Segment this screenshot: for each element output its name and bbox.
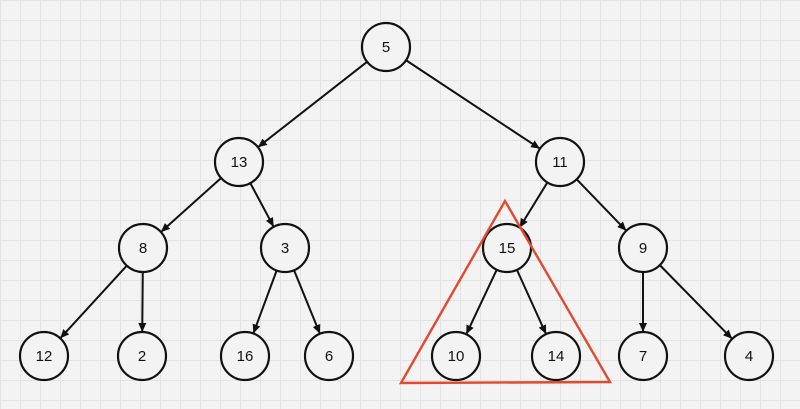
tree-node-4: 4: [723, 330, 775, 382]
node-label: 5: [382, 39, 390, 56]
node-label: 8: [139, 240, 147, 257]
edge-n3-to-n16: [252, 270, 278, 334]
tree-node-5: 5: [360, 21, 412, 73]
node-label: 14: [548, 348, 565, 365]
edge-n3-to-n6: [293, 269, 321, 334]
node-label: 9: [639, 240, 647, 257]
edge-n15-to-n14: [516, 269, 547, 335]
tree-node-8: 8: [117, 222, 169, 274]
node-label: 12: [36, 348, 53, 365]
tree-node-3: 3: [259, 222, 311, 274]
node-circle: [534, 136, 586, 188]
tree-node-14: 14: [530, 330, 582, 382]
node-label: 4: [745, 348, 753, 365]
edge-n15-to-n10: [465, 269, 498, 335]
edge-n9-to-n4: [659, 264, 733, 339]
node-circle: [219, 330, 271, 382]
node-circle: [360, 21, 412, 73]
node-circle: [723, 330, 775, 382]
node-circle: [116, 330, 168, 382]
edge-n5-to-n11: [405, 59, 540, 150]
edge-n13-to-n3: [249, 182, 275, 227]
node-label: 2: [138, 348, 146, 365]
node-label: 13: [231, 154, 248, 171]
node-circle: [617, 330, 669, 382]
node-label: 11: [552, 154, 568, 171]
node-circle: [18, 330, 70, 382]
nodes-layer: 5 13 11 8 3 15 9 12 2 16 6 10 14 7 4: [18, 21, 775, 382]
node-circle: [303, 330, 355, 382]
tree-node-6: 6: [303, 330, 355, 382]
tree-node-2: 2: [116, 330, 168, 382]
node-label: 10: [448, 348, 465, 365]
edge-n11-to-n15: [519, 181, 549, 228]
node-circle: [213, 136, 265, 188]
edge-n8-to-n12: [60, 265, 128, 339]
tree-node-11: 11: [534, 136, 586, 188]
tree-node-7: 7: [617, 330, 669, 382]
node-circle: [430, 330, 482, 382]
edge-n11-to-n9: [575, 178, 627, 231]
node-circle: [617, 222, 669, 274]
node-label: 7: [639, 348, 647, 365]
tree-node-9: 9: [617, 222, 669, 274]
edges-layer: [60, 59, 733, 339]
node-circle: [259, 222, 311, 274]
node-label: 3: [281, 240, 289, 257]
tree-node-13: 13: [213, 136, 265, 188]
node-label: 6: [325, 348, 333, 365]
node-circle: [530, 330, 582, 382]
edge-n8-to-n2: [138, 271, 147, 333]
tree-node-12: 12: [18, 330, 70, 382]
tree-node-16: 16: [219, 330, 271, 382]
edge-n5-to-n13: [257, 61, 368, 148]
node-label: 15: [499, 240, 516, 257]
node-label: 16: [237, 348, 254, 365]
tree-node-10: 10: [430, 330, 482, 382]
edge-n13-to-n8: [160, 177, 222, 233]
node-circle: [117, 222, 169, 274]
highlight-triangle: [398, 198, 613, 385]
